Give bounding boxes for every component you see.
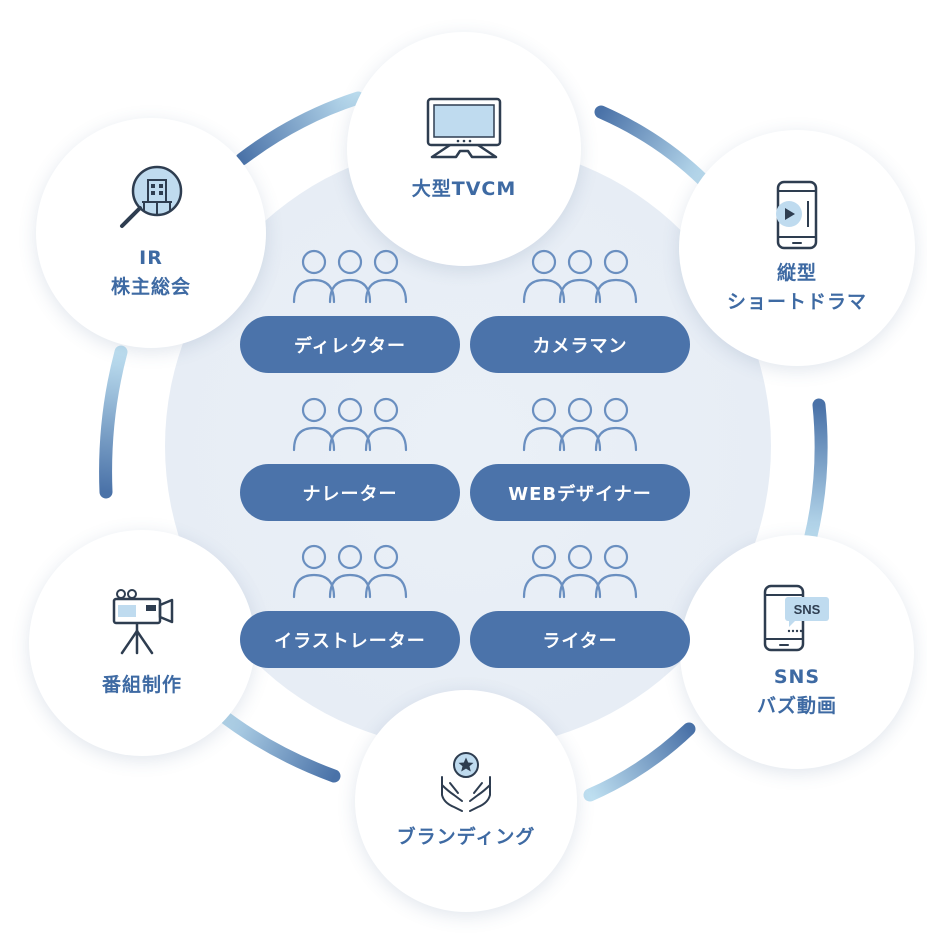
node-sns: SNS SNS バズ動画 [680, 535, 914, 769]
role-pill-cameraman: カメラマン [470, 316, 690, 373]
tv-monitor-icon [426, 97, 502, 158]
arc-right [803, 398, 828, 547]
node-sns-label: SNS バズ動画 [756, 666, 837, 717]
magnifier-building-icon [120, 165, 183, 228]
role-pill-writer: ライター [470, 611, 690, 668]
arc-left [99, 345, 128, 499]
arc-bottom-right [583, 722, 696, 802]
people-group-icon [522, 249, 638, 304]
arc-bottom-left [211, 705, 341, 783]
people-group-icon [292, 544, 408, 599]
people-group-icon [292, 397, 408, 452]
role-director: ディレクター [240, 248, 460, 373]
node-program: 番組制作 [29, 530, 255, 756]
node-ir-label: IR 株主総会 [110, 247, 191, 298]
node-tvcm-label: 大型TVCM [411, 177, 517, 200]
video-camera-tripod-icon [112, 588, 174, 654]
role-pill-narrator: ナレーター [240, 464, 460, 521]
node-branding-label: ブランディング [396, 825, 536, 848]
node-ir: IR 株主総会 [36, 118, 266, 348]
people-group-icon [522, 544, 638, 599]
people-group-icon [522, 397, 638, 452]
node-tvcm: 大型TVCM [347, 32, 581, 266]
role-illustrator: イラストレーター [240, 543, 460, 668]
role-cameraman: カメラマン [470, 248, 690, 373]
node-branding: ブランディング [355, 690, 577, 912]
node-program-label: 番組制作 [101, 673, 182, 696]
role-narrator: ナレーター [240, 396, 460, 521]
arc-top-left [235, 91, 365, 166]
role-writer: ライター [470, 543, 690, 668]
hands-star-icon [441, 751, 491, 812]
node-short-drama: 縦型 ショートドラマ [679, 130, 915, 366]
arc-top-right [594, 105, 711, 188]
node-short-drama-label: 縦型 ショートドラマ [726, 262, 867, 313]
smartphone-sns-icon: SNS [763, 584, 829, 652]
people-group-icon [292, 249, 408, 304]
smartphone-play-icon [776, 180, 818, 250]
svg-text:SNS: SNS [794, 602, 821, 617]
role-pill-web-designer: WEBデザイナー [470, 464, 690, 521]
role-pill-illustrator: イラストレーター [240, 611, 460, 668]
role-pill-director: ディレクター [240, 316, 460, 373]
role-web-designer: WEBデザイナー [470, 396, 690, 521]
